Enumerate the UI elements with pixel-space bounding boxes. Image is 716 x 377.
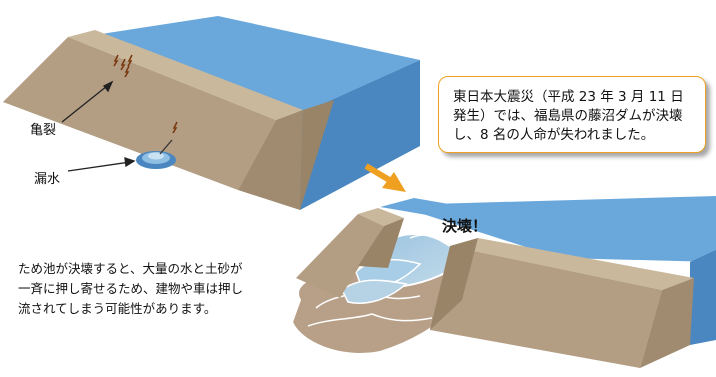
right-dam-breach-face — [430, 238, 478, 330]
leak-puddle — [136, 139, 176, 169]
reservoir-water — [88, 16, 420, 114]
breach-reservoir-top — [395, 196, 716, 262]
left-dam-end — [358, 218, 404, 268]
dam-slope — [3, 37, 276, 190]
dam-upstream-face — [300, 100, 334, 210]
breach-reservoir-side — [690, 250, 716, 345]
note-line-2: 一斉に押し寄せるため、建物や車は押し — [18, 281, 244, 296]
break-label: 決壊！ — [442, 217, 488, 235]
note-line-1: ため池が決壊すると、大量の水と土砂が — [18, 261, 243, 276]
right-dam-end — [430, 246, 662, 368]
callout-line-3: し、8 名の人命が失われました。 — [453, 127, 655, 143]
dam-end-face — [238, 110, 303, 210]
pointer-arrows — [61, 80, 136, 172]
dam-crest — [68, 30, 303, 120]
breached-dam — [290, 196, 716, 368]
callout-line-2: 発生）では、福島県の藤沼ダムが決壊 — [453, 108, 683, 124]
reservoir-water-side — [300, 60, 420, 210]
crack-marks — [113, 54, 178, 134]
risk-note: ため池が決壊すると、大量の水と土砂が 一斉に押し寄せるため、建物や車は押し 流さ… — [18, 259, 296, 319]
transition-arrow — [364, 163, 406, 192]
disaster-callout: 東日本大震災（平成 23 年 3 月 11 日 発生）では、福島県の藤沼ダムが決… — [438, 76, 706, 153]
leak-label: 漏水 — [34, 172, 61, 187]
left-dam-face — [296, 214, 384, 298]
intact-dam — [3, 16, 420, 210]
right-dam-side — [640, 278, 694, 368]
right-dam-crest — [450, 238, 694, 290]
callout-line-1: 東日本大震災（平成 23 年 3 月 11 日 — [453, 89, 684, 105]
note-line-3: 流されてしまう可能性があります。 — [18, 301, 217, 316]
crack-label: 亀裂 — [30, 123, 57, 138]
left-dam-crest — [358, 208, 404, 226]
